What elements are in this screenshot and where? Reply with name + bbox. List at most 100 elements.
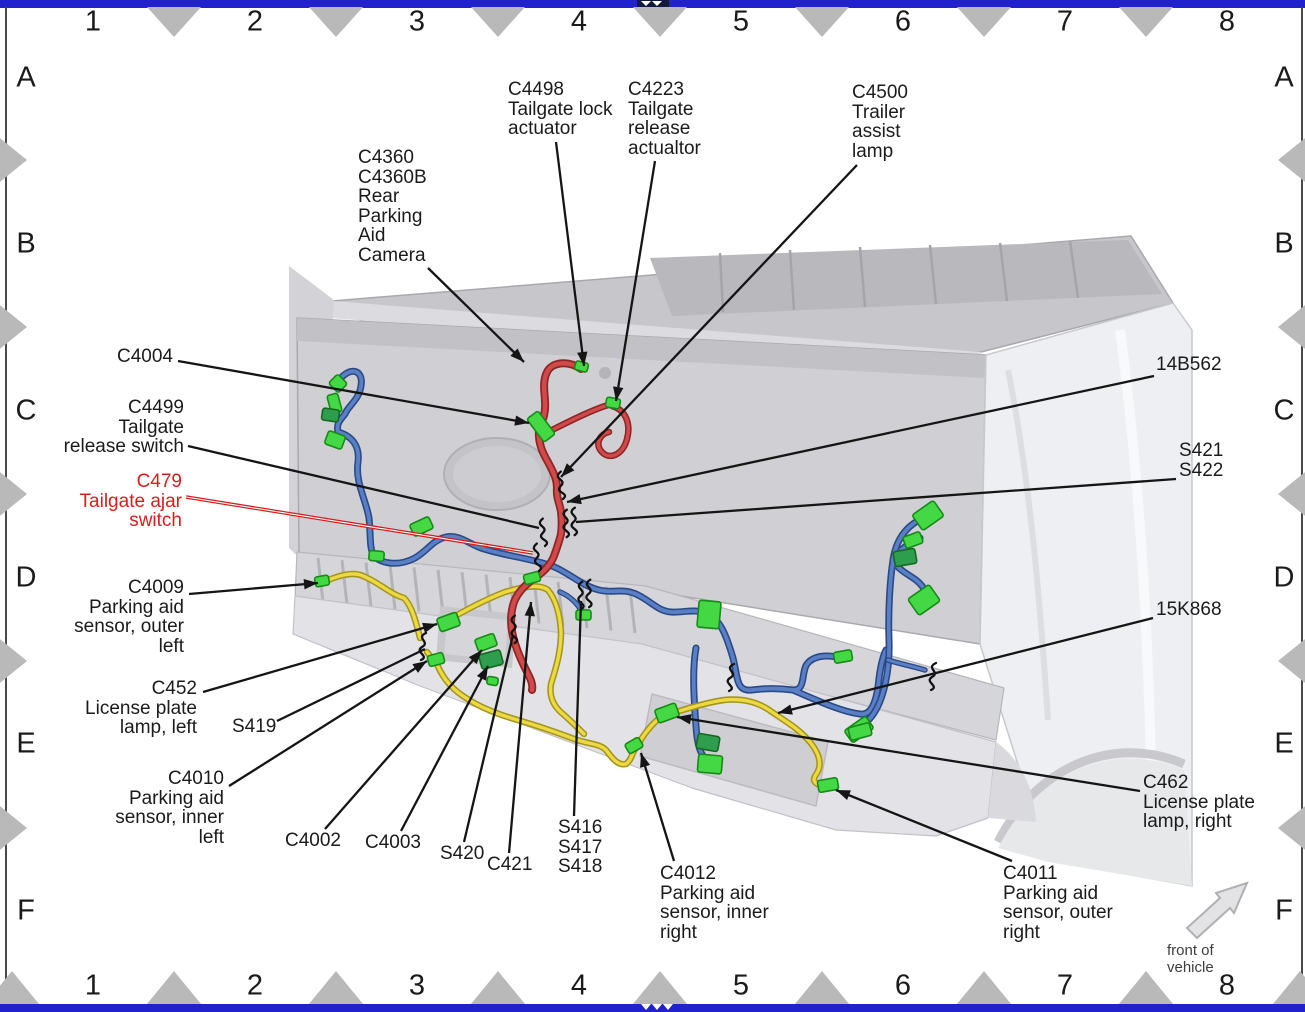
callout-line: C4004 xyxy=(117,346,173,367)
callout-line: left xyxy=(198,826,224,848)
grid-triangle-bottom xyxy=(1119,971,1173,1004)
callout-line: C4012 xyxy=(660,863,716,884)
connector xyxy=(847,722,873,741)
leader-arrowhead-k15868 xyxy=(778,704,793,715)
leader-line-s420 xyxy=(462,634,515,843)
callout-line: lamp xyxy=(852,140,894,162)
break-symbol xyxy=(562,508,571,539)
callout-line: S421 xyxy=(1179,440,1224,461)
callout-line: C4360B xyxy=(358,166,427,188)
leader-arrowhead-c4360 xyxy=(510,348,524,362)
grid-triangle-bottom xyxy=(147,971,201,1004)
harness-break-symbols xyxy=(418,470,938,693)
leader-line-s421-s422 xyxy=(575,477,1177,524)
connector xyxy=(892,547,918,568)
leader-arrowhead-c4223 xyxy=(613,386,624,401)
grid-triangle-right xyxy=(1278,472,1305,516)
connector xyxy=(832,649,854,664)
leader-line-k15868 xyxy=(777,616,1154,715)
grid-border-markers xyxy=(0,7,1305,1004)
connector xyxy=(696,753,724,775)
grid-row-label-right: F xyxy=(1275,894,1293,927)
grid-row-label-right: A xyxy=(1274,61,1294,94)
leader-arrowhead-c462 xyxy=(677,714,692,725)
grid-column-label-bottom: 8 xyxy=(1218,969,1236,1002)
grid-column-label-top: 6 xyxy=(894,5,912,38)
callout-line: 14B562 xyxy=(1156,354,1222,375)
leader-line-c4360 xyxy=(427,267,525,363)
callout-line: actualtor xyxy=(628,137,701,159)
connector xyxy=(912,500,944,531)
callout-line: Tailgate xyxy=(628,98,694,120)
leader-line-s416-s418 xyxy=(572,600,583,817)
leader-line-b14562 xyxy=(566,374,1155,504)
grid-triangle-left xyxy=(0,138,27,182)
callout-c4004: C4004 xyxy=(117,347,173,367)
callout-line: sensor, outer xyxy=(1003,902,1113,923)
leader-arrowhead-c4012 xyxy=(640,753,651,768)
callout-line: C4002 xyxy=(285,830,341,851)
callout-line: Parking aid xyxy=(88,596,184,618)
leader-line-s419 xyxy=(276,647,426,723)
grid-triangle-bottom xyxy=(0,971,39,1004)
grid-triangle-top xyxy=(1119,7,1173,37)
grid-column-label-top: 2 xyxy=(246,5,264,38)
callout-line: C4003 xyxy=(365,832,421,853)
connector xyxy=(624,736,644,755)
leader-line-c4010 xyxy=(228,660,428,787)
grid-triangle-right xyxy=(1278,806,1305,850)
break-symbol xyxy=(570,506,579,537)
leader-arrowhead-c4003 xyxy=(476,666,488,681)
callout-line: Aid xyxy=(358,225,386,246)
grid-row-label-left: C xyxy=(15,394,37,427)
callout-s420: S420 xyxy=(440,844,484,864)
callout-line: right xyxy=(1003,921,1040,943)
callout-line: C4499 xyxy=(128,397,184,418)
callout-line: Tailgate ajar xyxy=(79,490,182,512)
leader-line-c4500 xyxy=(560,164,858,478)
break-symbol xyxy=(556,470,567,501)
leader-line-c4223 xyxy=(614,160,657,402)
connector xyxy=(436,611,461,633)
grid-triangle-top xyxy=(471,7,525,37)
callout-line: S419 xyxy=(232,716,277,737)
leader-line-c4498 xyxy=(554,141,586,367)
grid-column-label-bottom: 2 xyxy=(246,969,264,1002)
grid-triangle-bottom xyxy=(309,971,363,1004)
grid-column-label-bottom: 6 xyxy=(894,969,912,1002)
leader-arrowhead-c421 xyxy=(524,602,535,617)
grid-row-label-right: B xyxy=(1274,227,1294,260)
connector xyxy=(474,632,498,653)
grid-row-label-right: E xyxy=(1274,727,1294,760)
connector xyxy=(426,651,446,668)
grid-row-label-left: E xyxy=(16,727,36,760)
grid-triangle-top xyxy=(309,7,363,37)
callout-line: C479 xyxy=(136,471,182,492)
front-of-vehicle-label: front of vehicle xyxy=(1167,942,1214,976)
callout-line: release switch xyxy=(63,436,184,457)
grid-row-label-left: A xyxy=(16,61,36,94)
callout-line: Rear xyxy=(358,186,400,207)
callout-line: switch xyxy=(129,510,182,531)
callout-line: sensor, outer xyxy=(74,616,184,637)
callout-b14562: 14B562 xyxy=(1156,355,1222,375)
leader-line-c452 xyxy=(202,622,438,694)
bottom-blue-bar xyxy=(0,1004,1305,1012)
callout-line: Tailgate xyxy=(118,416,185,438)
callout-line: Parking aid xyxy=(128,787,224,809)
grid-column-label-bottom: 1 xyxy=(84,969,102,1002)
callout-line: Camera xyxy=(358,244,426,266)
callout-line: C4011 xyxy=(1003,863,1058,884)
callout-line: C4360 xyxy=(358,147,414,168)
break-symbol xyxy=(585,578,593,609)
callout-line: C4223 xyxy=(628,79,684,100)
grid-column-label-top: 5 xyxy=(732,5,750,38)
callout-line: Trailer xyxy=(852,101,906,123)
break-symbol xyxy=(532,542,543,573)
callout-line: Parking xyxy=(358,205,423,227)
leader-line-c4012 xyxy=(639,752,676,862)
